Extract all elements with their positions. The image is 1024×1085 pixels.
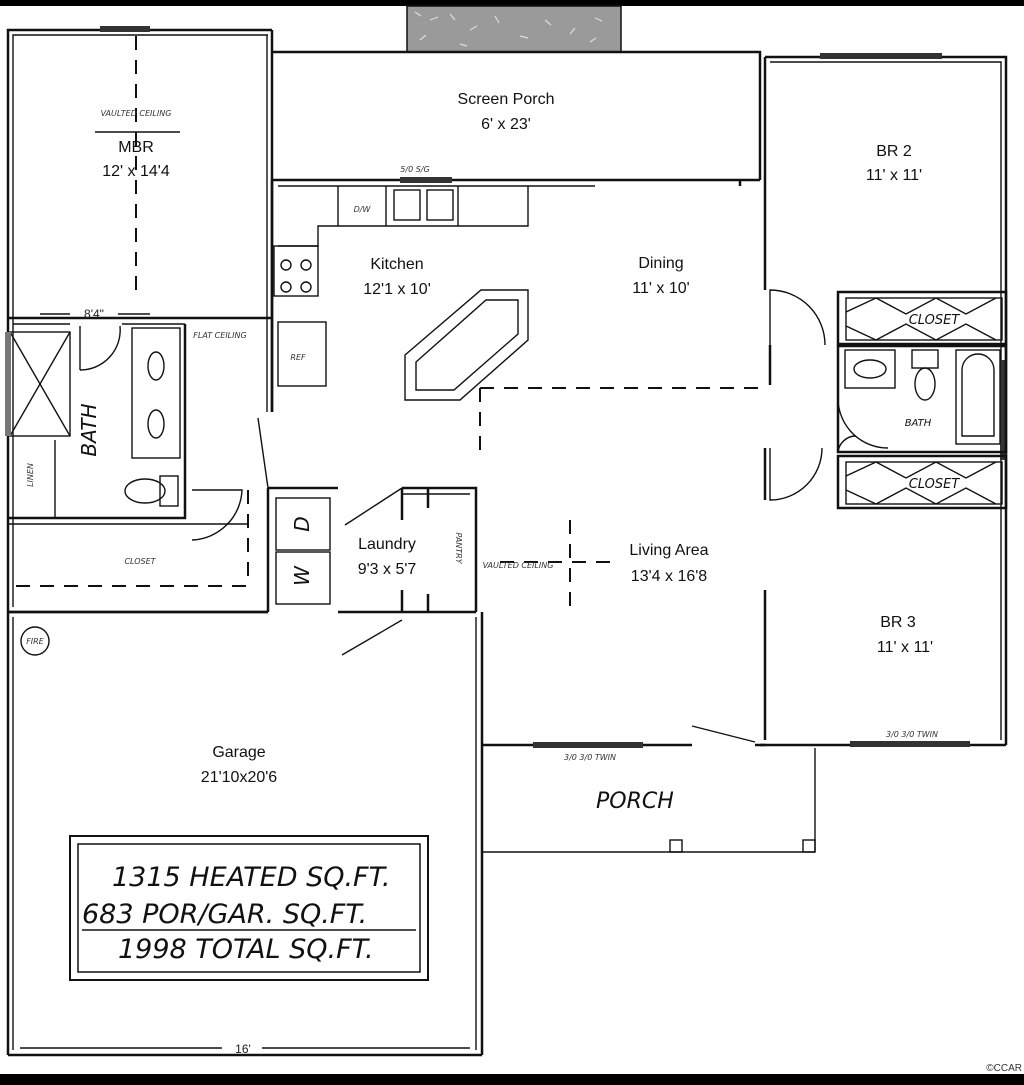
bath-name: BATH bbox=[77, 403, 101, 456]
room-labels: VAULTED CEILING MBR 12' x 14'4 Screen Po… bbox=[77, 91, 960, 814]
dryer-label: D bbox=[290, 516, 314, 531]
living-name: Living Area bbox=[629, 542, 708, 559]
br2-size: 11' x 11' bbox=[866, 167, 922, 184]
br3-name: BR 3 bbox=[880, 614, 916, 631]
pantry-label: PANTRY bbox=[454, 532, 463, 564]
fireplace-hatch bbox=[406, 5, 622, 53]
fire-label: FIRE bbox=[26, 637, 45, 646]
dining-name: Dining bbox=[638, 255, 683, 272]
kitchen-fixtures bbox=[273, 186, 529, 401]
mbr-closet-label: CLOSET bbox=[124, 557, 156, 566]
mbr-name: MBR bbox=[118, 139, 154, 156]
br2-name: BR 2 bbox=[876, 143, 912, 160]
total-sqft: 1998 TOTAL SQ.FT. bbox=[118, 934, 374, 965]
ref-label: REF bbox=[290, 353, 306, 362]
laundry-size: 9'3 x 5'7 bbox=[358, 561, 417, 578]
dimension-labels: 8'4" 16' bbox=[20, 307, 470, 1056]
laundry-fixtures bbox=[275, 487, 403, 656]
bath2-name: BATH bbox=[905, 418, 932, 429]
area-dividers bbox=[479, 387, 760, 610]
door-sd-label: 5/0 S/G bbox=[400, 165, 429, 174]
garage-name: Garage bbox=[212, 744, 265, 761]
fire-marker bbox=[20, 626, 50, 656]
screen-porch-name: Screen Porch bbox=[458, 91, 555, 108]
fixture-labels: D/W REF W D FLAT CEILING LINEN CLOSET PA… bbox=[20, 165, 938, 762]
living-size: 13'4 x 16'8 bbox=[631, 568, 707, 585]
heated-sqft: 1315 HEATED SQ.FT. bbox=[112, 862, 390, 893]
porch-name: PORCH bbox=[596, 789, 674, 814]
sqft-summary-box: 1315 HEATED SQ.FT. 683 POR/GAR. SQ.FT. 1… bbox=[69, 835, 429, 981]
laundry-name: Laundry bbox=[358, 536, 416, 553]
living-note: VAULTED CEILING bbox=[483, 561, 554, 570]
mbr-note: VAULTED CEILING bbox=[101, 109, 172, 118]
washer-label: W bbox=[290, 565, 314, 586]
kitchen-size: 12'1 x 10' bbox=[363, 281, 431, 298]
dining-size: 11' x 10' bbox=[632, 280, 689, 297]
paper bbox=[0, 6, 1024, 1074]
window-porch-label: 3/0 3/0 TWIN bbox=[564, 753, 616, 762]
closet-br2-name: CLOSET bbox=[909, 313, 961, 328]
copyright-label: ©CCAR bbox=[986, 1063, 1022, 1074]
right-wing-fixtures bbox=[691, 289, 1008, 743]
garage-size: 21'10x20'6 bbox=[201, 769, 278, 786]
master-suite bbox=[5, 36, 272, 614]
linen-label: LINEN bbox=[26, 463, 35, 487]
closet-br3-name: CLOSET bbox=[909, 477, 961, 492]
bath-width-label: 8'4" bbox=[84, 307, 104, 321]
garage-width-label: 16' bbox=[235, 1042, 251, 1056]
window-br3-label: 3/0 3/0 TWIN bbox=[886, 730, 938, 739]
screen-porch-size: 6' x 23' bbox=[481, 116, 531, 133]
flat-ceiling-label: FLAT CEILING bbox=[193, 331, 246, 340]
kitchen-name: Kitchen bbox=[370, 256, 423, 273]
por-gar-sqft: 683 POR/GAR. SQ.FT. bbox=[82, 899, 367, 930]
mbr-size: 12' x 14'4 bbox=[102, 163, 170, 180]
br3-size: 11' x 11' bbox=[877, 639, 933, 656]
dw-label: D/W bbox=[354, 205, 372, 214]
